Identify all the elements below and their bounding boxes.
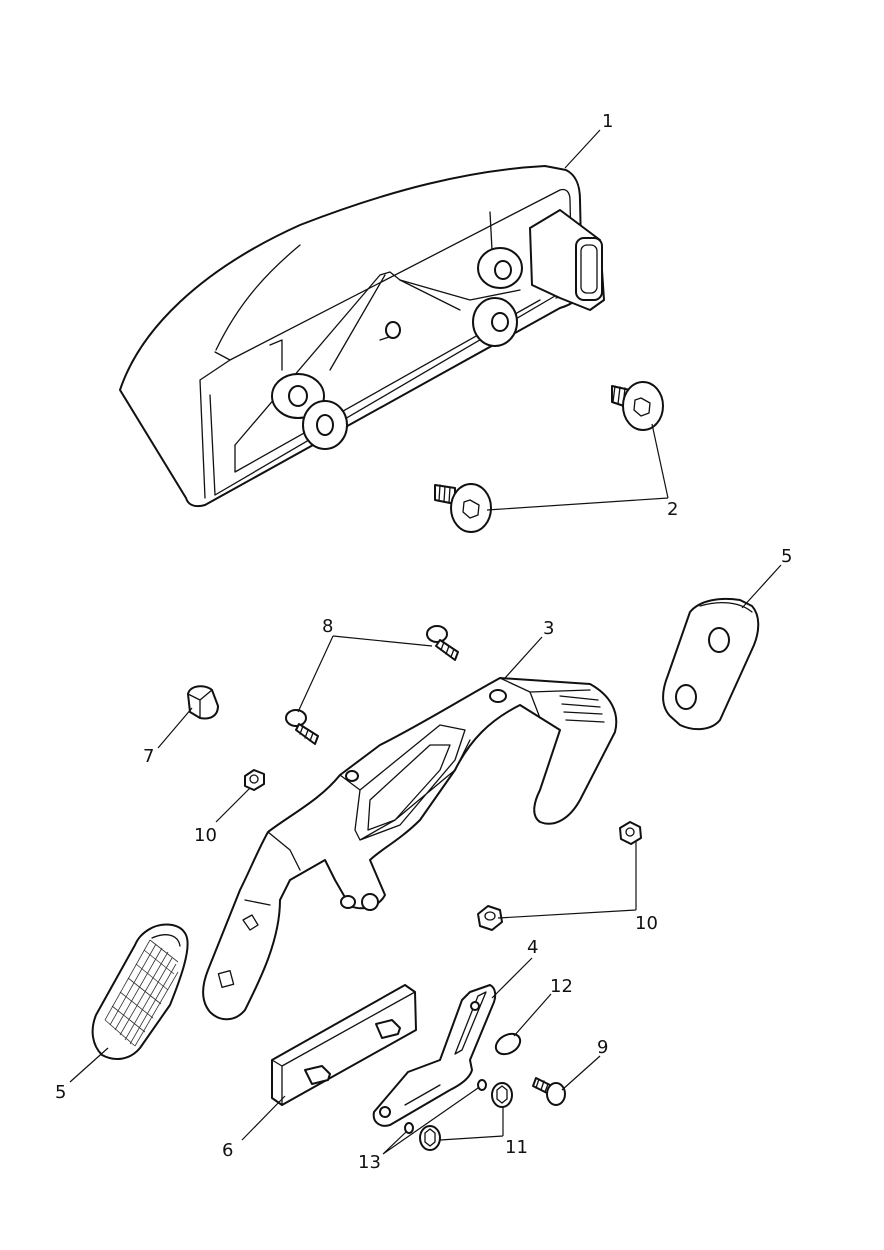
callout-3: 3: [543, 618, 554, 639]
leader-5a: [741, 564, 782, 609]
part-5-pad-lower: [91, 923, 189, 1061]
callout-1: 1: [602, 111, 613, 132]
callout-5-lower: 5: [55, 1082, 66, 1103]
leader-10a: [215, 787, 251, 823]
part-13-ring-right: [477, 1079, 487, 1091]
part-12-washer: [494, 1032, 522, 1056]
part-4-strip: [372, 984, 497, 1127]
callout-2: 2: [667, 499, 678, 520]
part-2-screw-lower: [434, 483, 492, 533]
callout-6: 6: [222, 1140, 233, 1161]
part-7-cap: [187, 685, 219, 720]
callout-12: 12: [550, 976, 573, 997]
leader-1: [564, 129, 601, 169]
leader-13: [382, 1087, 479, 1155]
leader-8: [297, 635, 433, 713]
callout-7: 7: [143, 746, 154, 767]
leader-2: [486, 423, 669, 511]
part-10-nut-right-upper: [619, 821, 642, 845]
part-8-bolt-upper: [426, 625, 459, 661]
callout-9: 9: [597, 1037, 608, 1058]
callout-13: 13: [358, 1152, 381, 1173]
part-5-pad-upper: [662, 597, 760, 731]
part-2-screw-upper: [611, 381, 664, 431]
leader-lines: [69, 129, 782, 1155]
leader-12: [513, 993, 552, 1037]
part-9-screw: [532, 1077, 566, 1106]
part-1-housing: [119, 165, 605, 508]
part-11-nut-left: [419, 1125, 441, 1151]
callout-5-upper: 5: [781, 546, 792, 567]
callout-4: 4: [527, 937, 538, 958]
leader-9: [561, 1055, 601, 1091]
part-13-ring-left: [404, 1122, 414, 1134]
callout-11: 11: [505, 1137, 528, 1158]
leader-10b: [497, 842, 637, 919]
leader-5b: [69, 1047, 109, 1083]
part-11-nut-right: [491, 1082, 513, 1108]
part-10-nut-left: [244, 769, 265, 791]
leader-3: [504, 636, 543, 679]
leader-4: [491, 957, 533, 999]
part-8-bolt-lower: [285, 709, 319, 745]
leader-11: [439, 1107, 504, 1141]
part-6-plate: [271, 984, 417, 1106]
leader-7: [157, 707, 193, 749]
callout-10-left: 10: [194, 825, 217, 846]
callout-labels: 1 2 3 4 5 5 6 7 8 9 10 10 11 12 13: [55, 111, 792, 1173]
callout-8: 8: [322, 616, 333, 637]
callout-10-right: 10: [635, 913, 658, 934]
part-10-nut-right-lower: [477, 905, 503, 931]
part-3-bracket: [202, 677, 618, 1021]
leader-6: [241, 1095, 286, 1141]
